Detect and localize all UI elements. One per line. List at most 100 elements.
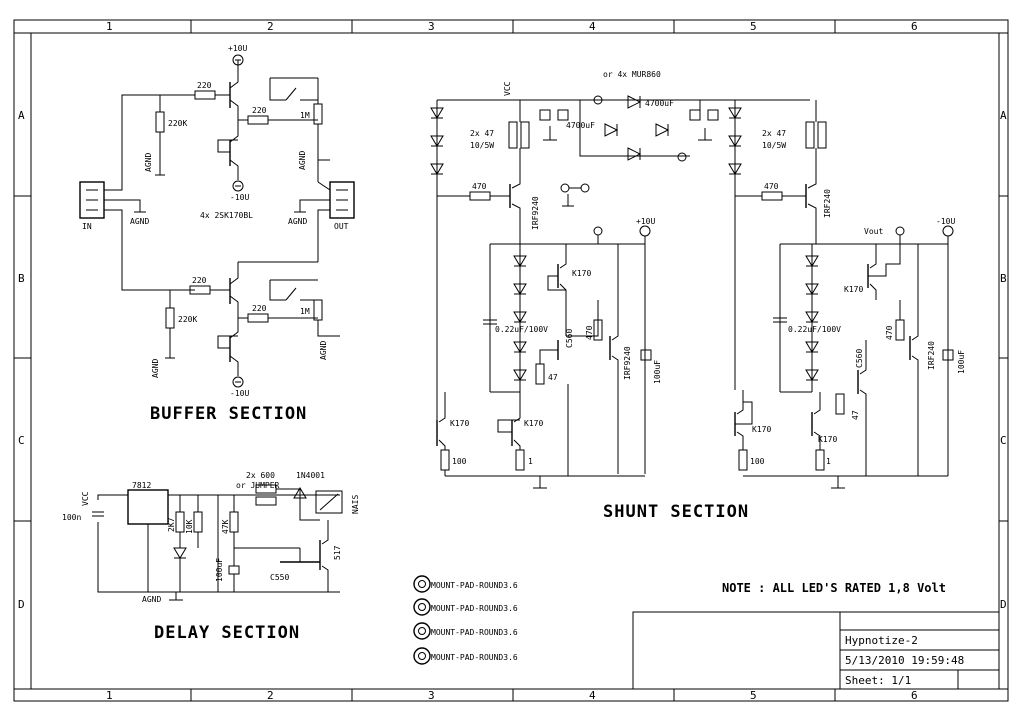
svg-text:2x 47: 2x 47	[470, 129, 494, 138]
svg-text:220: 220	[197, 81, 212, 90]
row-label: A	[1000, 109, 1007, 122]
col-label: 5	[750, 689, 757, 702]
svg-text:K170: K170	[752, 425, 771, 434]
col-label: 4	[589, 689, 596, 702]
col-label: 3	[428, 20, 435, 33]
svg-text:AGND: AGND	[319, 341, 328, 360]
svg-text:IRF9240: IRF9240	[531, 196, 540, 230]
mur-label: or 4x MUR860	[603, 70, 661, 79]
shunt-section: VCC or 4x MUR860 4700uF 4700uF 2x 47 10/…	[430, 70, 810, 489]
svg-text:MOUNT-PAD-ROUND3.6: MOUNT-PAD-ROUND3.6	[431, 628, 518, 637]
row-label: D	[1000, 598, 1007, 611]
row-label: C	[1000, 434, 1007, 447]
svg-text:AGND: AGND	[288, 217, 307, 226]
mount-pad: MOUNT-PAD-ROUND3.6	[413, 598, 518, 616]
svg-text:7812: 7812	[132, 481, 151, 490]
svg-text:AGND: AGND	[130, 217, 149, 226]
col-label: 6	[911, 20, 918, 33]
jfet-label: 4x 2SK170BL	[200, 211, 253, 220]
svg-text:1: 1	[826, 457, 831, 466]
row-label: B	[1000, 272, 1007, 285]
col-label: 4	[589, 20, 596, 33]
buffer-section-title: BUFFER SECTION	[150, 404, 307, 424]
svg-text:AGND: AGND	[298, 151, 307, 170]
mount-pad: MOUNT-PAD-ROUND3.6	[413, 622, 518, 640]
svg-text:220K: 220K	[168, 119, 187, 128]
svg-text:0.22uF/100V: 0.22uF/100V	[788, 325, 841, 334]
svg-text:K170: K170	[572, 269, 591, 278]
svg-text:IRF9240: IRF9240	[623, 346, 632, 380]
svg-text:K170: K170	[450, 419, 469, 428]
svg-text:IRF240: IRF240	[927, 341, 936, 370]
svg-text:K170: K170	[524, 419, 543, 428]
svg-text:K170: K170	[818, 435, 837, 444]
svg-text:AGND: AGND	[151, 359, 160, 378]
svg-text:1N4001: 1N4001	[296, 471, 325, 480]
svg-text:-10U: -10U	[230, 389, 249, 398]
mount-pad: MOUNT-PAD-ROUND3.6	[413, 647, 518, 665]
col-label: 2	[267, 689, 274, 702]
out-label: OUT	[334, 222, 349, 231]
svg-text:1: 1	[528, 457, 533, 466]
regulator-7812	[127, 489, 169, 525]
svg-text:AGND: AGND	[142, 595, 161, 604]
col-label: 1	[106, 689, 113, 702]
row-label: A	[18, 109, 25, 122]
col-label: 6	[911, 689, 918, 702]
svg-text:220: 220	[252, 106, 267, 115]
svg-text:or JUMPER: or JUMPER	[236, 481, 280, 490]
svg-text:4700uF: 4700uF	[566, 121, 595, 130]
svg-text:1M: 1M	[300, 307, 310, 316]
led-rating-note: NOTE : ALL LED'S RATED 1,8 Volt	[722, 581, 946, 595]
svg-text:VCC: VCC	[503, 81, 512, 96]
row-label: D	[18, 598, 25, 611]
svg-text:100n: 100n	[62, 513, 81, 522]
row-label: C	[18, 434, 25, 447]
grid-labels: 1 2 3 4 5 6 1 2 3 4 5 6 A B C D A B C D	[18, 20, 1007, 702]
svg-text:IRF240: IRF240	[823, 189, 832, 218]
svg-text:100uF: 100uF	[215, 558, 224, 582]
col-label: 1	[106, 20, 113, 33]
svg-text:100uF: 100uF	[957, 350, 966, 374]
svg-text:2x 47: 2x 47	[762, 129, 786, 138]
svg-text:-10U: -10U	[936, 217, 955, 226]
svg-text:100: 100	[750, 457, 765, 466]
svg-text:MOUNT-PAD-ROUND3.6: MOUNT-PAD-ROUND3.6	[431, 653, 518, 662]
svg-text:MOUNT-PAD-ROUND3.6: MOUNT-PAD-ROUND3.6	[431, 604, 518, 613]
svg-text:NAIS: NAIS	[351, 495, 360, 514]
svg-text:220: 220	[192, 276, 207, 285]
svg-text:470: 470	[885, 325, 894, 340]
svg-text:10/5W: 10/5W	[762, 141, 786, 150]
svg-text:470: 470	[764, 182, 779, 191]
svg-text:47: 47	[851, 410, 860, 420]
svg-text:2K7: 2K7	[167, 517, 176, 532]
title-block-title: Hypnotize-2	[845, 634, 918, 647]
svg-text:1M: 1M	[300, 111, 310, 120]
svg-text:C560: C560	[855, 349, 864, 368]
mount-pad: MOUNT-PAD-ROUND3.6	[413, 575, 518, 593]
svg-text:2x 600: 2x 600	[246, 471, 275, 480]
svg-text:+10U: +10U	[228, 44, 247, 53]
col-label: 3	[428, 689, 435, 702]
svg-text:VCC: VCC	[81, 491, 90, 506]
svg-text:470: 470	[585, 325, 594, 340]
title-block-sheet: Sheet: 1/1	[845, 674, 911, 687]
svg-text:Vout: Vout	[864, 227, 883, 236]
svg-text:K170: K170	[844, 285, 863, 294]
svg-text:10K: 10K	[185, 519, 194, 534]
svg-text:-10U: -10U	[230, 193, 249, 202]
delay-section: VCC 100n 7812 2K7 10K 100uF 47K 2x 600 o…	[62, 471, 360, 643]
svg-text:C550: C550	[270, 573, 289, 582]
svg-text:4700uF: 4700uF	[645, 99, 674, 108]
svg-text:100: 100	[452, 457, 467, 466]
row-label: B	[18, 272, 25, 285]
buffer-section: IN OUT 220K AGND 220 +10U 220 -10U	[79, 44, 355, 424]
svg-text:AGND: AGND	[144, 153, 153, 172]
svg-text:47K: 47K	[221, 519, 230, 534]
delay-section-title: DELAY SECTION	[154, 623, 300, 643]
svg-text:220K: 220K	[178, 315, 197, 324]
svg-text:220: 220	[252, 304, 267, 313]
svg-text:47: 47	[548, 373, 558, 382]
col-label: 5	[750, 20, 757, 33]
